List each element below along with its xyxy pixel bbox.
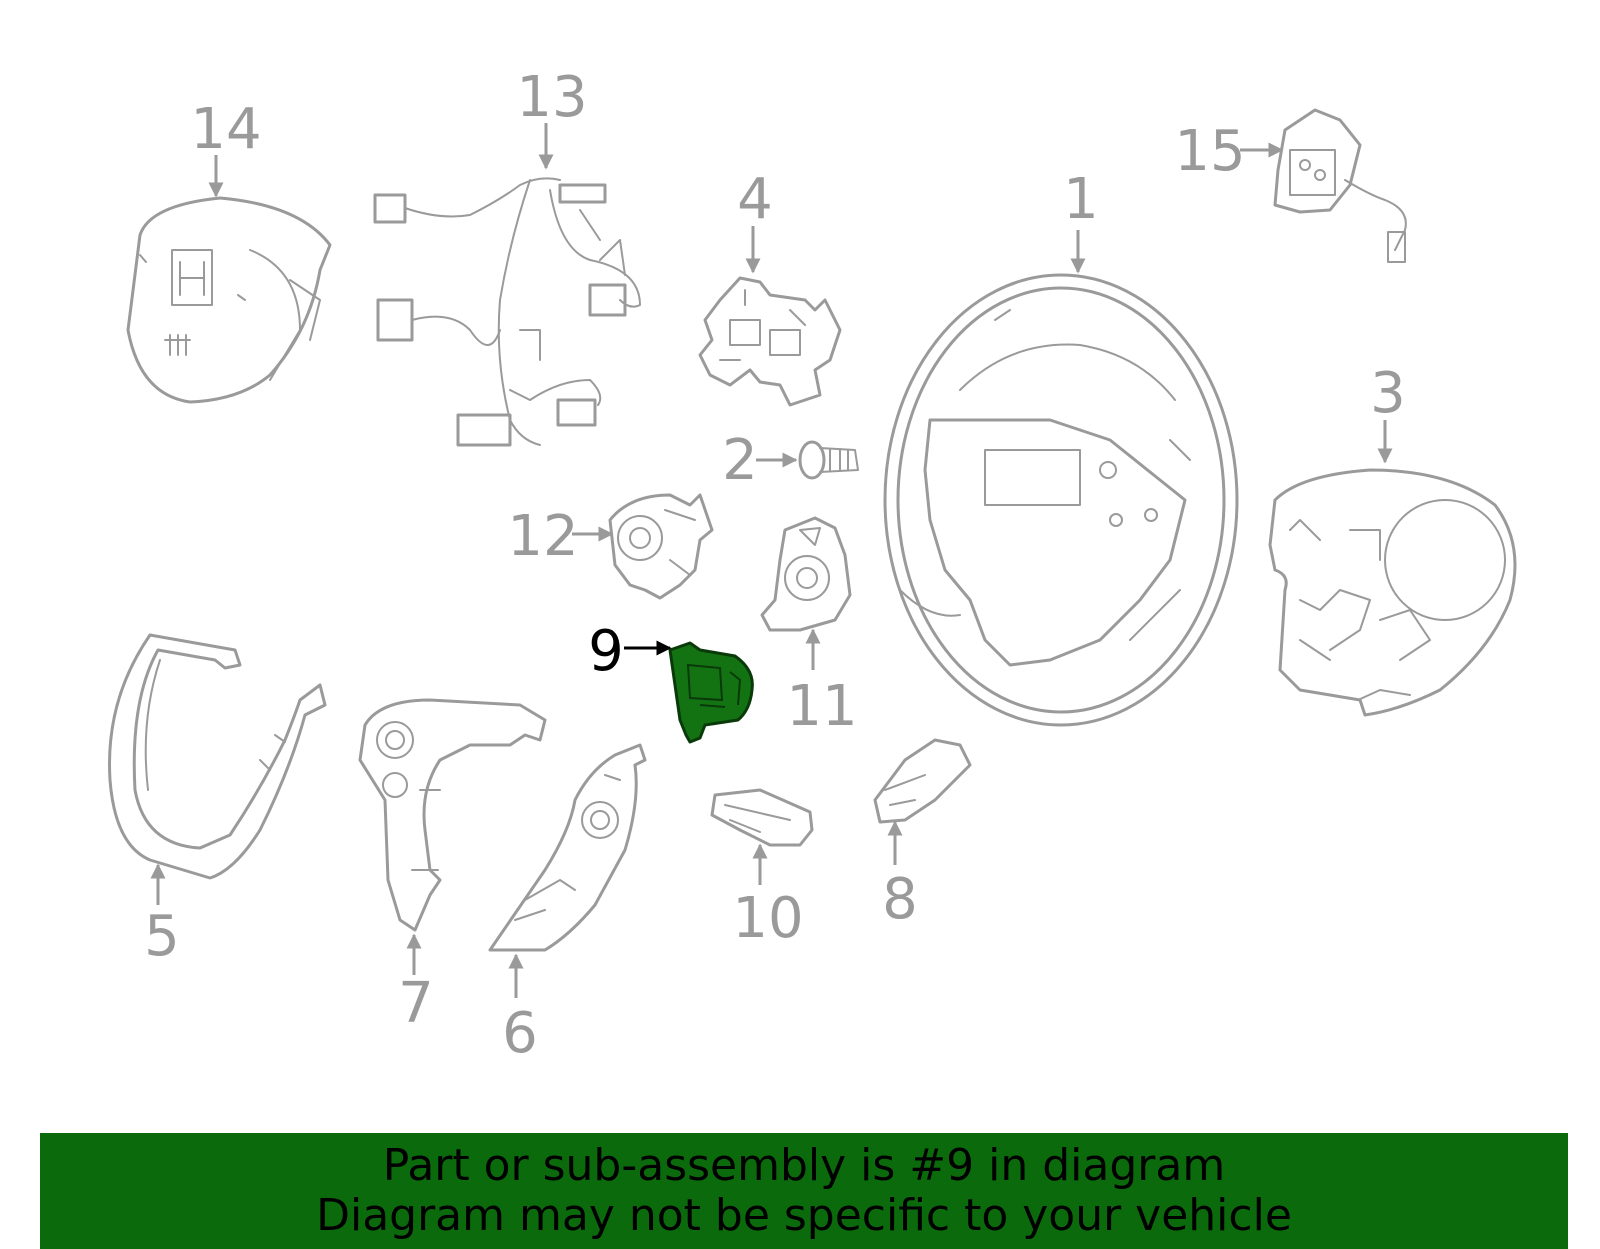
callout-14-label: 14 bbox=[190, 97, 261, 162]
callout-9: 9 bbox=[588, 619, 672, 684]
callout-2: 2 bbox=[722, 428, 798, 493]
callout-4: 4 bbox=[737, 167, 773, 274]
callout-6: 6 bbox=[502, 953, 538, 1066]
part-1-steering-wheel[interactable] bbox=[883, 273, 1239, 727]
callout-8: 8 bbox=[882, 820, 918, 932]
part-12-switch[interactable] bbox=[608, 493, 714, 600]
callout-15-label: 15 bbox=[1174, 119, 1245, 184]
banner-line-2: Diagram may not be specific to your vehi… bbox=[316, 1190, 1292, 1241]
callout-1-label: 1 bbox=[1063, 167, 1099, 232]
part-3-rear-cover[interactable] bbox=[1268, 468, 1517, 717]
callout-11-label: 11 bbox=[786, 674, 857, 739]
callout-6-label: 6 bbox=[502, 1001, 538, 1066]
callout-7-label: 7 bbox=[398, 971, 434, 1036]
part-4-bracket[interactable] bbox=[698, 276, 842, 407]
part-14-airbag[interactable] bbox=[126, 196, 332, 404]
callout-3-label: 3 bbox=[1370, 361, 1406, 426]
part-8-bracket[interactable] bbox=[873, 738, 972, 824]
part-5-trim[interactable] bbox=[108, 633, 327, 880]
banner-line-1: Part or sub-assembly is #9 in diagram bbox=[382, 1140, 1226, 1191]
part-7-trim-panel[interactable] bbox=[358, 698, 547, 932]
part-10-switch[interactable] bbox=[710, 788, 814, 847]
callout-2-label: 2 bbox=[722, 428, 758, 493]
part-15-switch-harness[interactable] bbox=[1273, 108, 1407, 263]
callout-3: 3 bbox=[1370, 361, 1406, 464]
callout-13: 13 bbox=[516, 65, 588, 170]
callout-10: 10 bbox=[732, 843, 804, 951]
part-2-screw[interactable] bbox=[798, 440, 859, 480]
callout-12-label: 12 bbox=[507, 504, 578, 569]
callout-7: 7 bbox=[398, 933, 434, 1036]
callout-4-label: 4 bbox=[737, 167, 773, 232]
callout-11: 11 bbox=[786, 628, 858, 739]
callout-15: 15 bbox=[1174, 119, 1284, 184]
part-13-harness[interactable] bbox=[373, 177, 641, 447]
callout-1: 1 bbox=[1063, 167, 1099, 274]
callout-8-label: 8 bbox=[882, 867, 918, 932]
callout-9-label: 9 bbox=[588, 619, 624, 684]
info-banner: Part or sub-assembly is #9 in diagram Di… bbox=[40, 1133, 1568, 1249]
part-11-switch[interactable] bbox=[760, 516, 852, 632]
callout-12: 12 bbox=[507, 504, 614, 569]
callout-13-label: 13 bbox=[516, 65, 587, 130]
part-9-switch-highlighted[interactable] bbox=[668, 641, 754, 744]
part-6-trim-panel[interactable] bbox=[488, 743, 647, 952]
callout-5: 5 bbox=[144, 863, 180, 969]
callout-5-label: 5 bbox=[144, 904, 180, 969]
callout-10-label: 10 bbox=[732, 886, 803, 951]
callout-14: 14 bbox=[190, 97, 262, 198]
